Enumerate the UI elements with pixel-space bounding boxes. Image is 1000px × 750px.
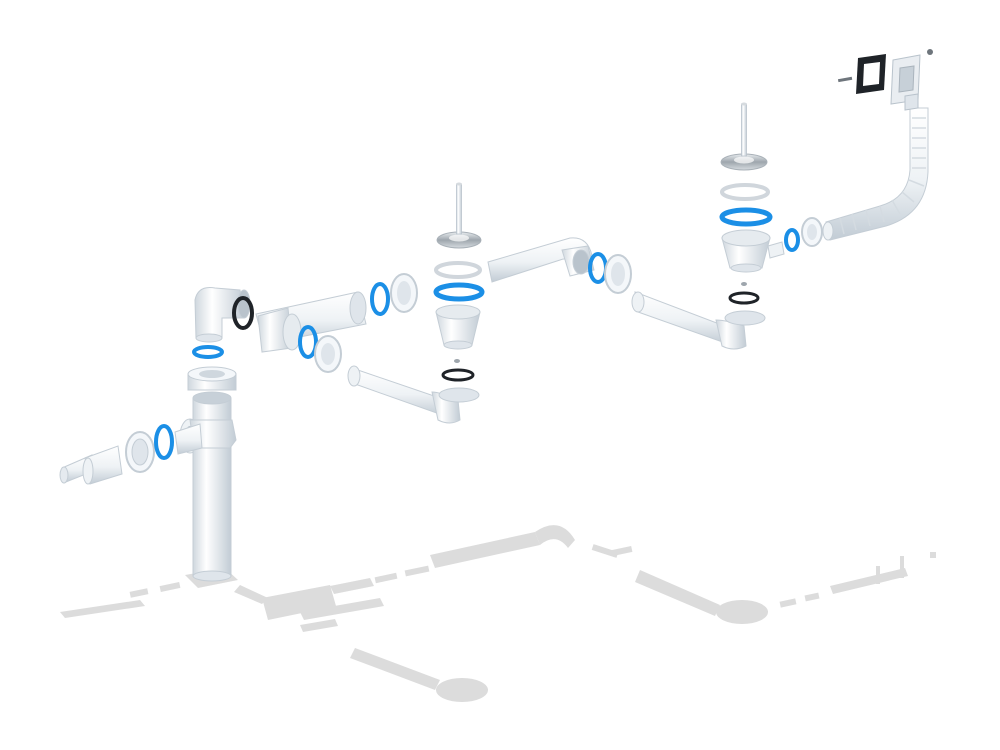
basin-drain-arm-right [631,291,766,350]
o-ring-icon [728,291,760,305]
o-ring-icon [784,228,800,252]
o-ring-icon [154,424,174,460]
gasket-ring [434,261,482,279]
o-ring-icon [441,368,475,382]
o-ring-icon [719,207,773,227]
crossover-pipe [487,237,595,283]
o-ring-icon [433,282,485,302]
o-ring-icon [192,345,224,359]
drain-valve-body-left [435,304,481,350]
floor-shadow [60,525,936,702]
basin-drain-arm-left [347,365,480,424]
o-ring-icon [298,325,318,359]
strainer-icon [436,182,482,249]
union-nut-icon [314,335,342,373]
union-nut-icon [604,254,632,294]
union-nut-icon [801,217,823,247]
o-ring-icon [232,296,254,330]
overflow-grille-icon [837,49,933,111]
o-ring-icon [370,282,390,316]
elbow-fitting [194,287,251,343]
siphon-body [255,291,367,353]
overflow-hose [822,107,929,241]
small-screw-icon [741,282,747,286]
union-nut-icon [390,273,418,313]
union-nut-icon [187,366,237,391]
vertical-standpipe [174,391,237,582]
union-nut-icon [125,431,155,473]
drain-valve-body-right [721,229,785,273]
strainer-icon [720,102,768,171]
gasket-ring [720,183,770,201]
inlet-spigot [59,445,123,485]
small-screw-icon [454,359,460,363]
